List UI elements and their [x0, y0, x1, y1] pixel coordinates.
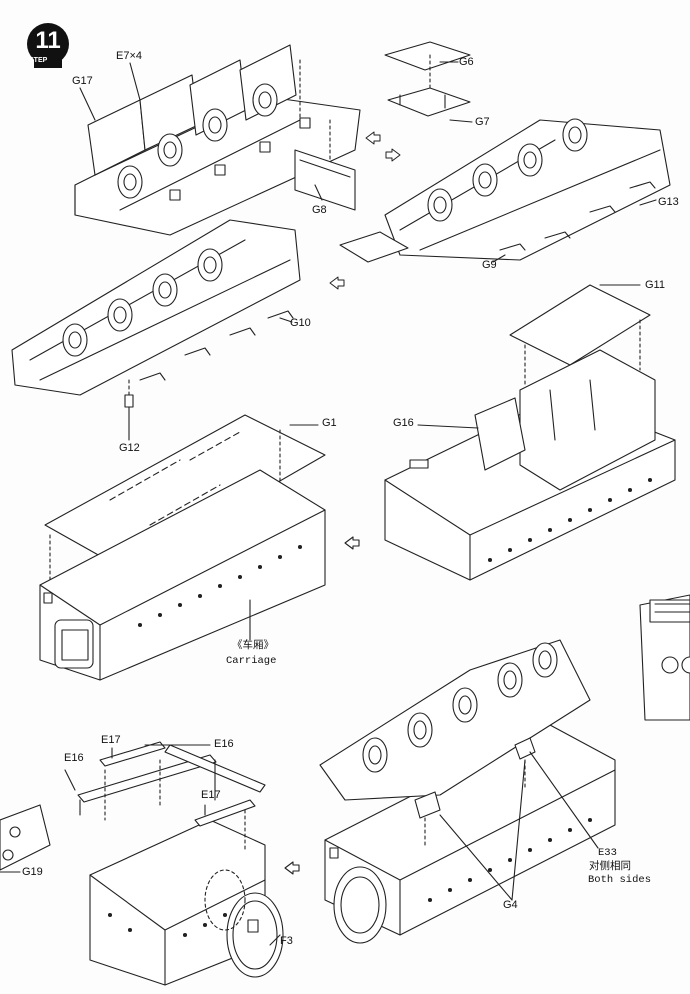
step-number: 11 — [35, 27, 61, 54]
label-e17-mid: E17 — [201, 789, 221, 801]
step-badge-icon — [27, 23, 69, 68]
label-f3: F3 — [280, 935, 293, 947]
carriage-frame-rails — [64, 741, 300, 986]
label-g11: G11 — [645, 279, 665, 291]
label-g16: G16 — [393, 417, 414, 429]
carriage-with-cab — [344, 284, 676, 581]
label-g10: G10 — [290, 317, 311, 329]
label-g6: G6 — [459, 56, 474, 68]
label-g7: G7 — [475, 116, 490, 128]
carriage-body-with-roof — [39, 414, 326, 681]
label-g17: G17 — [72, 75, 93, 87]
label-both-sides-en: Both sides — [588, 874, 652, 886]
label-g19: G19 — [22, 866, 43, 878]
label-g12: G12 — [119, 442, 140, 454]
bogie-frame-top-left — [74, 44, 361, 236]
label-g9: G9 — [482, 259, 497, 271]
label-both-sides-cn: 对侧相同 — [589, 861, 631, 873]
label-e16-right: E16 — [214, 738, 234, 750]
label-e33: E33 — [598, 847, 617, 859]
label-e7x4: E7×4 — [116, 50, 142, 62]
label-e17-top: E17 — [101, 734, 121, 746]
label-g4: G4 — [503, 899, 518, 911]
label-g8: G8 — [312, 204, 327, 216]
label-g1: G1 — [322, 417, 337, 429]
label-e16-left: E16 — [64, 752, 84, 764]
carriage-with-bogie-final — [319, 639, 616, 944]
bogie-frame-left — [11, 219, 301, 441]
partial-part-left-edge — [0, 804, 51, 873]
step-word: STEP — [29, 57, 48, 64]
plates-g6-g7 — [384, 41, 473, 123]
bogie-frame-top-right — [339, 118, 671, 263]
label-carriage-en: Carriage — [226, 655, 277, 667]
label-carriage-cn: 《车厢》 — [232, 640, 274, 652]
label-g13: G13 — [658, 196, 679, 208]
partial-locomotive-edge — [639, 594, 690, 721]
flow-arrows-top — [329, 131, 401, 290]
